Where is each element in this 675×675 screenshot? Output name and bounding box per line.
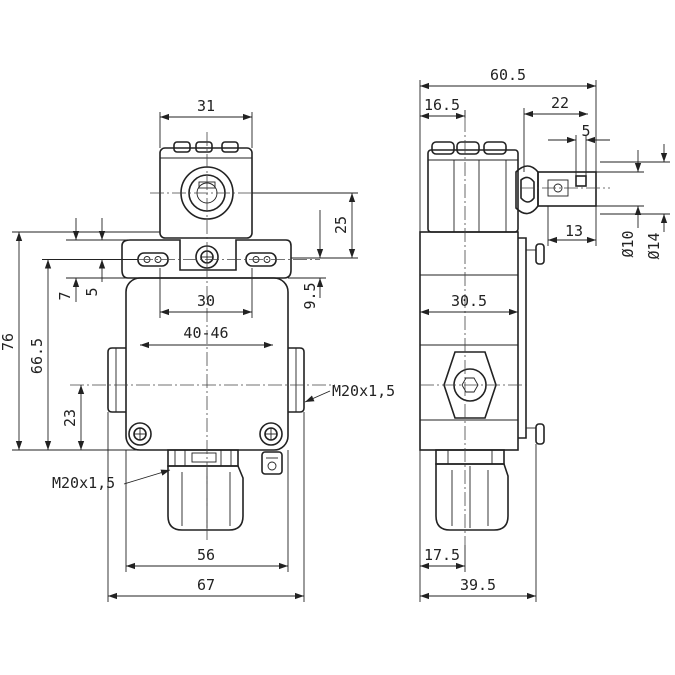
- side-entry-left: [107, 347, 126, 413]
- dim-cable-range: 40-46: [183, 324, 228, 342]
- dim-offset-7: 7: [56, 291, 74, 300]
- dim-gland-offset: 17.5: [424, 546, 460, 564]
- thread-side-entry: M20x1,5: [332, 382, 395, 400]
- dim-overall-depth: 60.5: [490, 66, 526, 84]
- dim-top-width: 31: [197, 97, 215, 115]
- front-view: 31 25 9.5 7 5 30 40-46 76: [0, 97, 395, 602]
- dim-overall-width: 67: [197, 576, 215, 594]
- dim-offset-9-5: 9.5: [301, 282, 319, 309]
- actuator-head: [159, 141, 253, 239]
- dim-actuator-height: 25: [332, 216, 350, 234]
- dim-offset-5: 5: [83, 287, 101, 296]
- cover-screw-right: [259, 422, 283, 446]
- dim-lever-length: 22: [551, 94, 569, 112]
- dim-overall-height: 76: [0, 333, 17, 351]
- dim-entry-height: 23: [61, 409, 79, 427]
- thread-bottom-entry: M20x1,5: [52, 474, 115, 492]
- ground-terminal: [261, 451, 283, 475]
- dim-mount-spacing: 30: [197, 292, 215, 310]
- dim-head-offset: 16.5: [424, 96, 460, 114]
- side-entry-right: [288, 347, 305, 413]
- actuator-lever: [515, 165, 597, 215]
- dim-lever-tip: 5: [581, 122, 590, 140]
- dim-roller-d14: Ø14: [645, 232, 663, 259]
- dim-mount-height: 66.5: [28, 338, 46, 374]
- side-head: [427, 141, 519, 233]
- cable-gland: [167, 449, 244, 531]
- side-body: [419, 231, 545, 451]
- head-screw-left: [173, 141, 239, 153]
- dim-lever-width: 13: [565, 222, 583, 240]
- side-view: 60.5 16.5 22 5 13 Ø10 Ø14 30.5: [419, 66, 670, 602]
- dim-bottom-depth: 39.5: [460, 576, 496, 594]
- dim-roller-d10: Ø10: [619, 230, 637, 257]
- dim-body-depth: 30.5: [451, 292, 487, 310]
- dim-bottom-width: 56: [197, 546, 215, 564]
- mounting-flange: [121, 239, 292, 279]
- side-cable-gland: [435, 449, 509, 531]
- cover-screw-left: [128, 422, 152, 446]
